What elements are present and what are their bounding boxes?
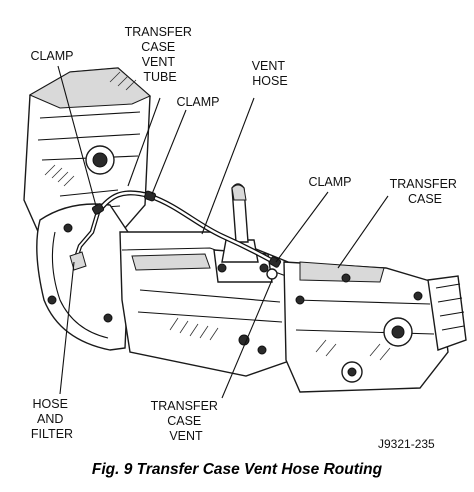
label-line: CASE <box>141 40 175 54</box>
drivetrain-illustration <box>23 67 467 393</box>
label-line: TRANSFER <box>151 399 218 413</box>
label-line: CASE <box>167 414 201 428</box>
label-transfer-case-vent: TRANSFER CASE VENT <box>151 399 222 443</box>
label-vent-hose: VENT HOSE <box>252 59 289 88</box>
engine-block <box>23 67 151 245</box>
label-line: AND <box>37 412 63 426</box>
label-line: VENT <box>169 429 203 443</box>
label-clamp-top-left: CLAMP <box>30 49 73 63</box>
label-line: HOSE <box>252 74 287 88</box>
label-transfer-case: TRANSFER CASE <box>390 177 461 206</box>
label-line: CASE <box>408 192 442 206</box>
bell-housing <box>36 203 131 351</box>
label-clamp-right: CLAMP <box>308 175 351 189</box>
label-line: VENT <box>142 55 176 69</box>
label-transfer-case-vent-tube: TRANSFER CASE VENT TUBE <box>125 25 196 84</box>
label-line: HOSE <box>33 397 68 411</box>
label-line: TUBE <box>143 70 176 84</box>
label-clamp-middle: CLAMP <box>176 95 219 109</box>
output-shaft <box>427 275 467 351</box>
vent-hose-routing <box>73 190 276 265</box>
label-line: TRANSFER <box>125 25 192 39</box>
label-hose-and-filter: HOSE AND FILTER <box>31 397 73 441</box>
label-line: VENT <box>252 59 286 73</box>
transfer-case-body <box>283 261 449 393</box>
label-line: FILTER <box>31 427 73 441</box>
label-line: TRANSFER <box>390 177 457 191</box>
leader-lines <box>57 65 389 399</box>
shift-lever <box>213 183 273 283</box>
figure-id: J9321-235 <box>378 437 435 451</box>
figure-caption: Fig. 9 Transfer Case Vent Hose Routing <box>92 461 383 478</box>
